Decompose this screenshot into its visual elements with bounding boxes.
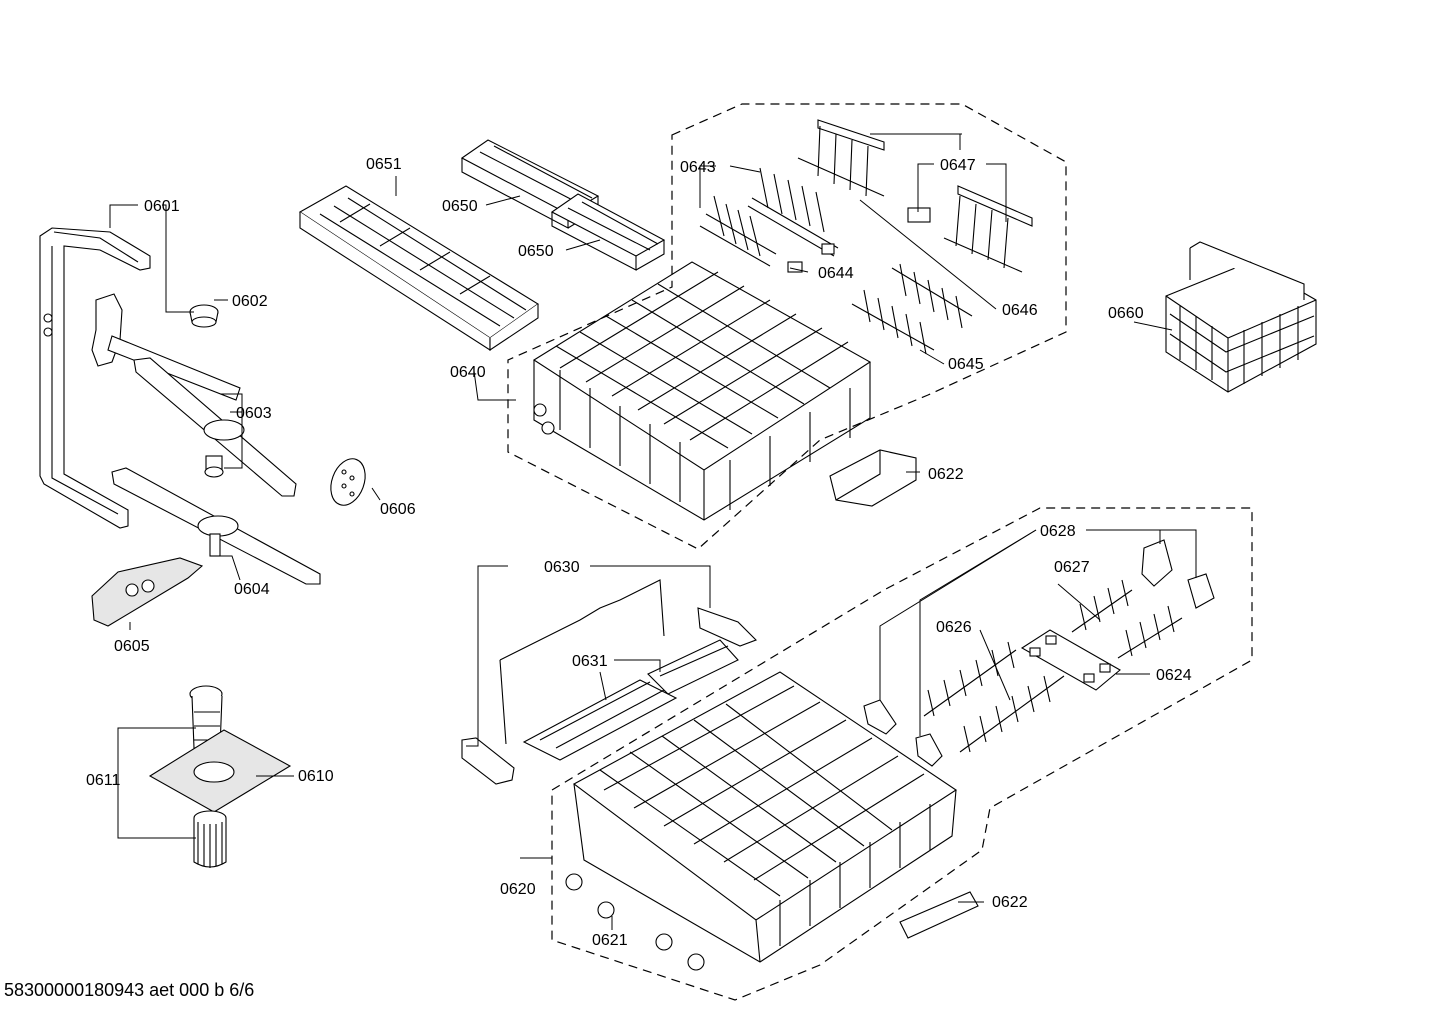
basket-handle-upper	[829, 449, 917, 507]
callout-0602: 0602	[232, 293, 268, 310]
basket-handle-lower	[899, 891, 979, 939]
small-clips-right	[1020, 629, 1121, 691]
cutlery-drawer	[298, 185, 539, 352]
callout-0601: 0601	[144, 198, 180, 215]
upper-basket	[532, 261, 872, 521]
cutlery-basket	[1165, 241, 1317, 393]
fine-filter-disc	[330, 458, 366, 506]
rack-clip-small	[787, 207, 931, 273]
callout-0626: 0626	[936, 619, 972, 636]
cutlery-tray-insert-2	[550, 193, 666, 271]
upper-spray-arm	[133, 357, 297, 497]
callout-0628: 0628	[1040, 523, 1076, 540]
hinged-spike-row-right	[943, 185, 1033, 273]
plate-rack-spikes	[747, 167, 839, 257]
callout-0660: 0660	[1108, 305, 1144, 322]
rail-end-cap-top	[697, 607, 757, 647]
tine-row-right	[1071, 579, 1183, 659]
cup-rack-spikes	[699, 195, 777, 267]
callout-0604: 0604	[234, 581, 270, 598]
callout-0610: 0610	[298, 768, 334, 785]
callout-0650-top: 0650	[442, 198, 478, 215]
upper-spray-arm-feed	[91, 293, 241, 401]
rail-end-cap-bottom	[461, 737, 515, 785]
rack-hinge-clips	[863, 699, 943, 767]
callout-0646: 0646	[1002, 302, 1038, 319]
callout-0645: 0645	[948, 356, 984, 373]
hinged-spike-row-top	[797, 119, 885, 197]
callout-0622-upper: 0622	[928, 466, 964, 483]
leader-lines	[109, 133, 1197, 930]
callout-0650-bottom: 0650	[518, 243, 554, 260]
lower-spray-arm	[111, 467, 321, 585]
spray-arm-supply-pipe	[39, 227, 151, 529]
hinge-brackets-right	[1141, 539, 1215, 609]
swivel-clip-part	[189, 304, 219, 328]
folding-spike-rows	[851, 263, 973, 355]
callout-0651: 0651	[366, 156, 402, 173]
callout-0644: 0644	[818, 265, 854, 282]
upper-basket-group-outline	[507, 103, 1067, 550]
flat-filter-plate	[148, 729, 292, 813]
spray-arm-deflector	[91, 557, 204, 627]
lower-basket-group-outline	[551, 507, 1253, 1001]
callout-0606: 0606	[380, 501, 416, 518]
rail-wire	[499, 579, 665, 745]
callout-0603: 0603	[236, 405, 272, 422]
callout-0647: 0647	[940, 157, 976, 174]
callout-0622-lower: 0622	[992, 894, 1028, 911]
callout-0627: 0627	[1054, 559, 1090, 576]
callout-0620: 0620	[500, 881, 536, 898]
callout-0605: 0605	[114, 638, 150, 655]
callout-labels: 0601 0602 0603 0604 0605 0606 0610 0611 …	[86, 156, 1192, 949]
callout-0621: 0621	[592, 932, 628, 949]
callout-0631: 0631	[572, 653, 608, 670]
callout-0624: 0624	[1156, 667, 1192, 684]
basket-wheels	[565, 873, 705, 971]
callout-0640: 0640	[450, 364, 486, 381]
callout-0630: 0630	[544, 559, 580, 576]
tine-rows-lower	[522, 639, 739, 761]
callout-0643: 0643	[680, 159, 716, 176]
micro-filter-cylinder	[193, 810, 227, 868]
callout-0611: 0611	[86, 772, 121, 789]
folding-tines-lower	[923, 641, 1065, 753]
lower-basket	[572, 671, 957, 963]
drawing-code: 58300000180943 aet 000 b 6/6	[4, 980, 255, 1000]
